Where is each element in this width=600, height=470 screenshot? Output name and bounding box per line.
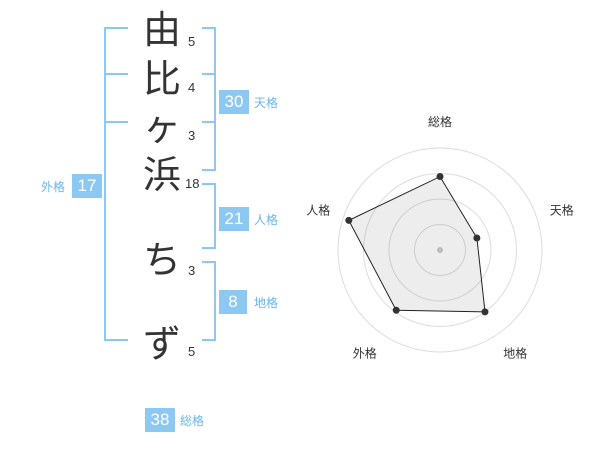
name-char-1: 由 [142, 8, 181, 52]
radar-ring [414, 224, 466, 276]
gaikaku-value: 17 [72, 174, 102, 198]
radar-axis-label: 地格 [503, 346, 527, 361]
gaikaku-label: 外格 [41, 180, 66, 194]
stroke-count-4: 18 [185, 176, 200, 191]
tenkaku-label: 天格 [254, 96, 279, 110]
radar-point [481, 308, 489, 316]
stroke-count-2: 4 [188, 80, 196, 95]
stroke-count-6: 5 [188, 344, 196, 359]
name-char-4: 浜 [142, 153, 181, 197]
radar-axis-label: 外格 [353, 346, 377, 361]
tenkaku-value: 30 [219, 90, 249, 114]
radar-axis-label: 天格 [550, 202, 574, 217]
radar-ring [337, 147, 543, 353]
radar-point [473, 234, 481, 242]
stroke-count-3: 3 [188, 128, 196, 143]
radar-points [345, 173, 489, 316]
chikaku-value: 8 [219, 290, 247, 314]
name-char-2: 比 [142, 57, 181, 101]
radar-point [392, 306, 400, 314]
jinkaku-label: 人格 [254, 213, 279, 227]
soukaku-value: 38 [145, 408, 175, 432]
name-char-6: ず [142, 322, 181, 366]
jinkaku-value: 21 [219, 207, 249, 231]
radar-axis-label: 総格 [428, 114, 452, 129]
chikaku-label: 地格 [254, 296, 279, 310]
radar-axis-label: 人格 [306, 202, 330, 217]
radar-ring [388, 198, 492, 302]
radar-area [348, 175, 486, 313]
soukaku-label: 総格 [180, 414, 205, 428]
stroke-count-5: 3 [188, 263, 196, 278]
name-char-5: ち [142, 238, 181, 282]
stroke-count-1: 5 [188, 34, 196, 49]
name-char-3: ヶ [142, 105, 181, 149]
radar-center-dot [437, 247, 443, 253]
radar-point [436, 173, 444, 181]
radar-point [345, 216, 353, 224]
